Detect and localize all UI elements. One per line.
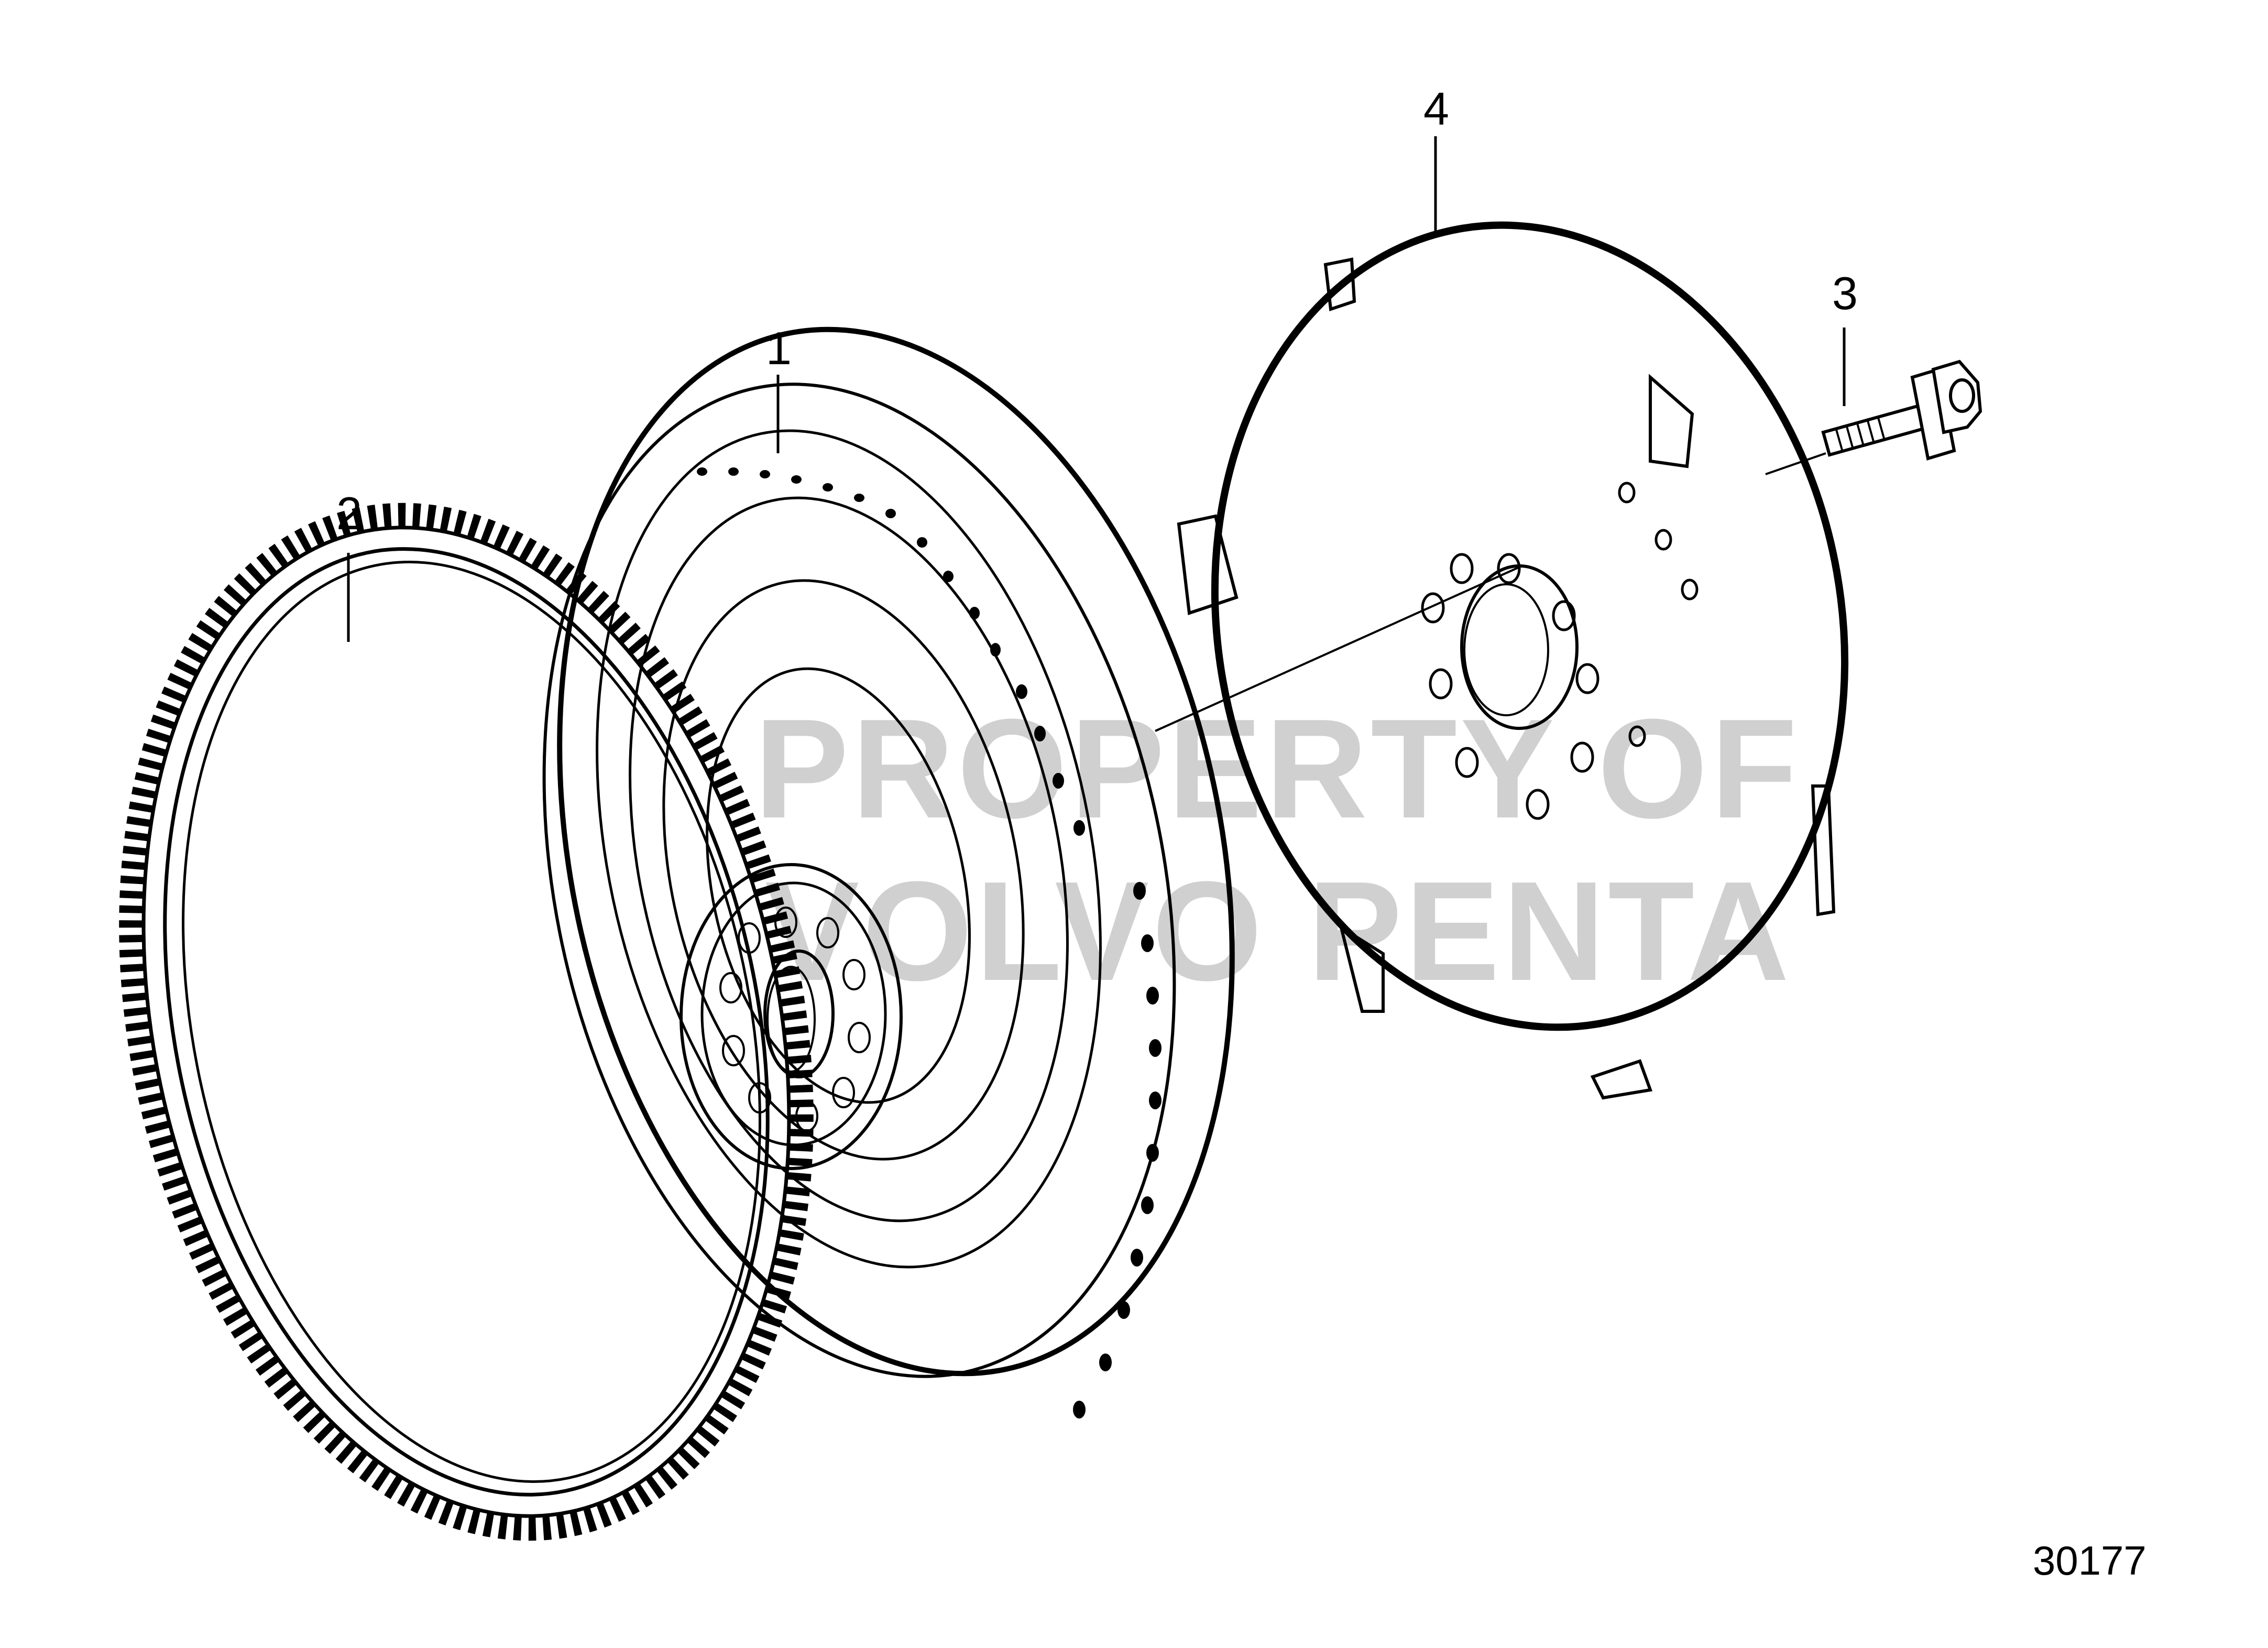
ring-gear-outer-edge <box>141 526 791 1518</box>
bolt-thread <box>1835 417 1886 452</box>
ring-gear-inner-lip <box>182 561 761 1483</box>
flywheel-step-1 <box>596 429 1102 1269</box>
flexplate-mounting-tabs <box>1177 257 1836 1100</box>
bolt-axis-line <box>1765 452 1826 475</box>
callout-2: 2 <box>336 487 362 539</box>
callout-4: 4 <box>1423 83 1449 135</box>
bolt-flange <box>1910 367 1956 461</box>
flywheel-step-3 <box>662 579 1025 1161</box>
ring-gear <box>119 503 814 1541</box>
callout-3: 3 <box>1832 267 1858 319</box>
bolt <box>1821 359 1982 461</box>
bolt-shank <box>1821 404 1926 457</box>
watermark-line-1: PROPERTY OF <box>754 690 1800 848</box>
flywheel-hub <box>680 863 903 1170</box>
bolt-head-face <box>1949 378 1975 413</box>
flywheel-rim-holes <box>697 467 1162 1418</box>
flywheel <box>542 326 1235 1418</box>
flywheel-outer-rim <box>557 326 1235 1377</box>
assembly-axis-line <box>1155 565 1522 732</box>
flywheel-step-2 <box>629 496 1069 1223</box>
flywheel-inner-rim <box>542 383 1176 1378</box>
flexplate-center-bore-inner <box>1463 583 1549 716</box>
callout-leaders <box>347 136 1846 642</box>
document-number: 30177 <box>2033 1537 2146 1584</box>
callout-1: 1 <box>766 322 792 374</box>
watermark-line-2: VOLVO PENTA <box>765 853 1792 1010</box>
flexplate <box>1177 221 1849 1100</box>
ring-gear-inner-edge <box>163 547 770 1497</box>
flexplate-bolt-holes <box>1421 482 1699 820</box>
flexplate-outer-edge <box>1211 221 1849 1031</box>
watermark: PROPERTY OF VOLVO PENTA <box>754 690 1800 1010</box>
ring-gear-teeth <box>119 503 814 1541</box>
